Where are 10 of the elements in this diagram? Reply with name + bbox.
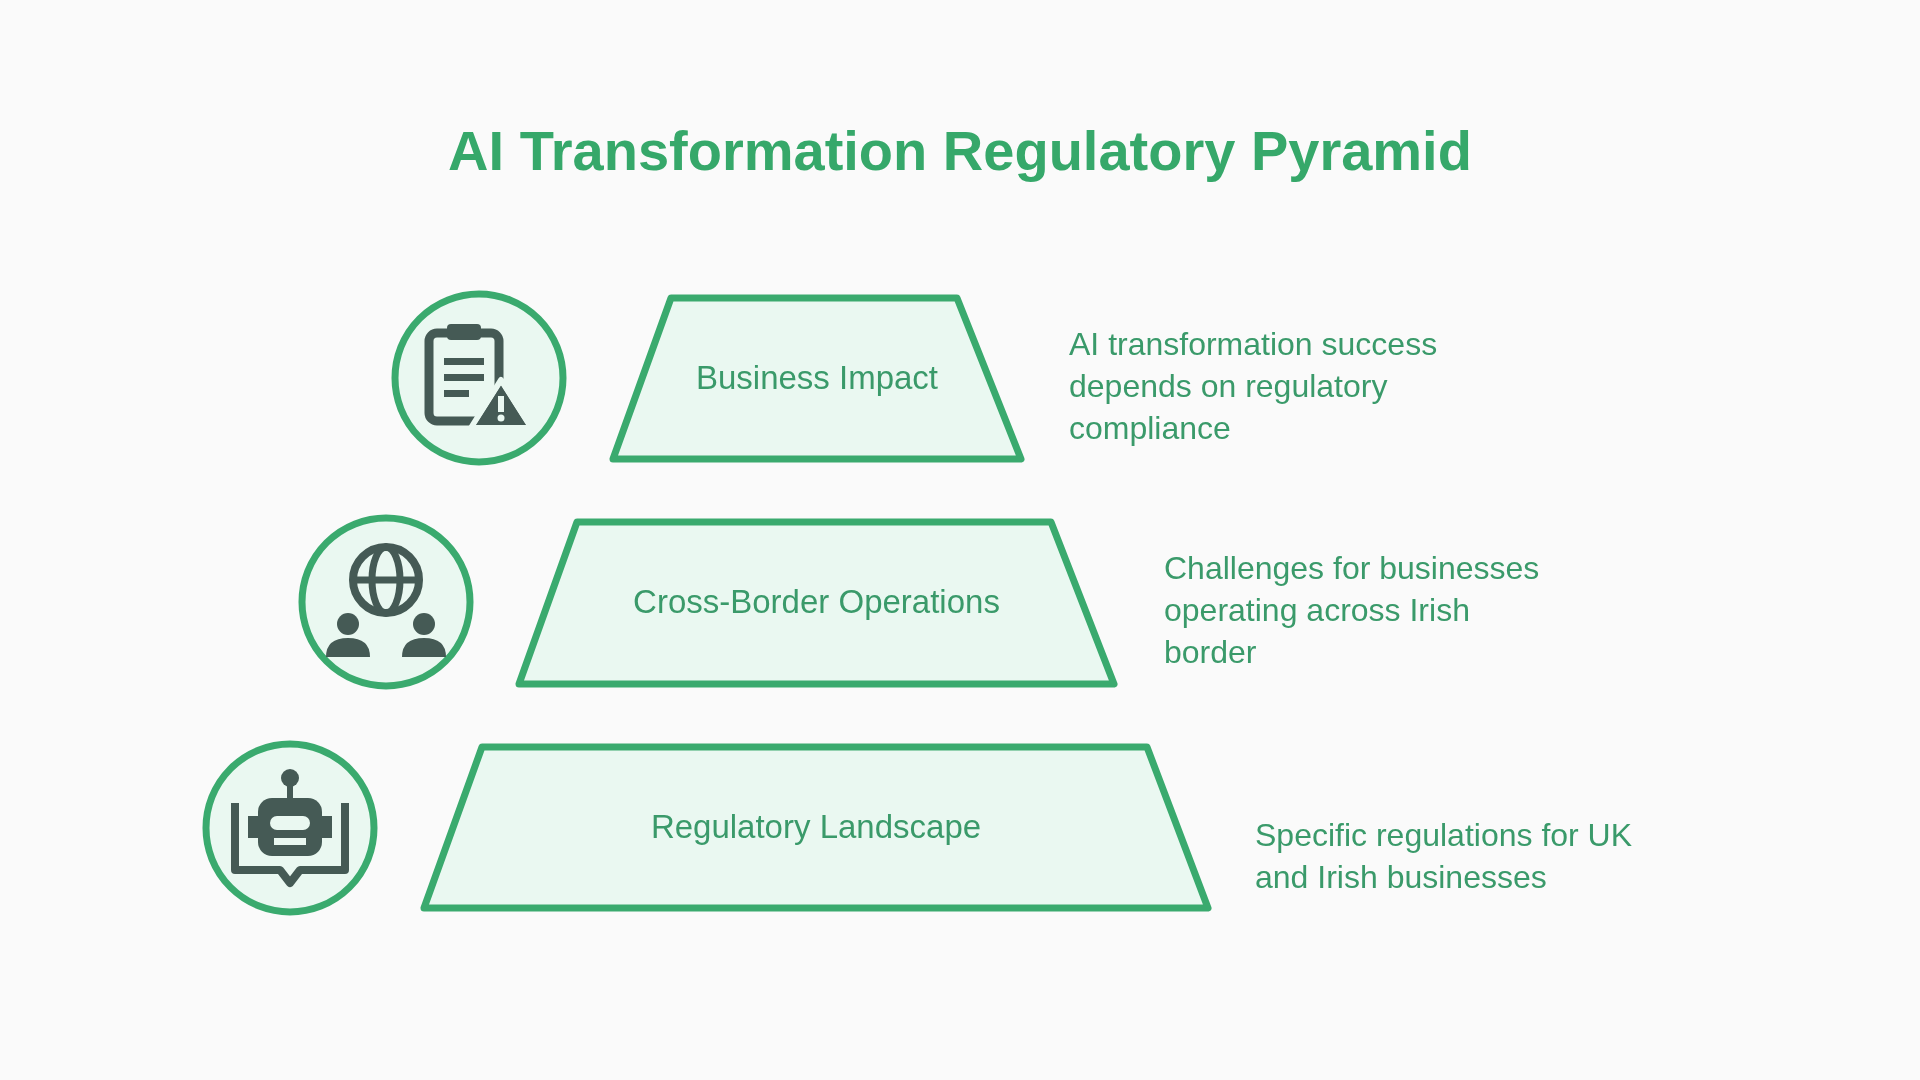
tier-description: AI transformation success depends on regulatory compliance <box>1069 325 1439 448</box>
trapezoid-tier <box>515 518 1118 688</box>
title: AI Transformation Regulatory Pyramid <box>447 118 1473 183</box>
tier-description: Challenges for businesses operating across Irish border <box>1164 549 1541 672</box>
tier-label: Regulatory Landscape <box>649 807 983 846</box>
trapezoid-tier <box>609 294 1025 463</box>
tier-label: Cross-Border Operations <box>632 583 1001 621</box>
tier-description: Specific regulations for UK and Irish businesses <box>1255 816 1634 897</box>
tier-label: Business Impact <box>694 358 940 397</box>
trapezoid-tier <box>420 743 1212 912</box>
